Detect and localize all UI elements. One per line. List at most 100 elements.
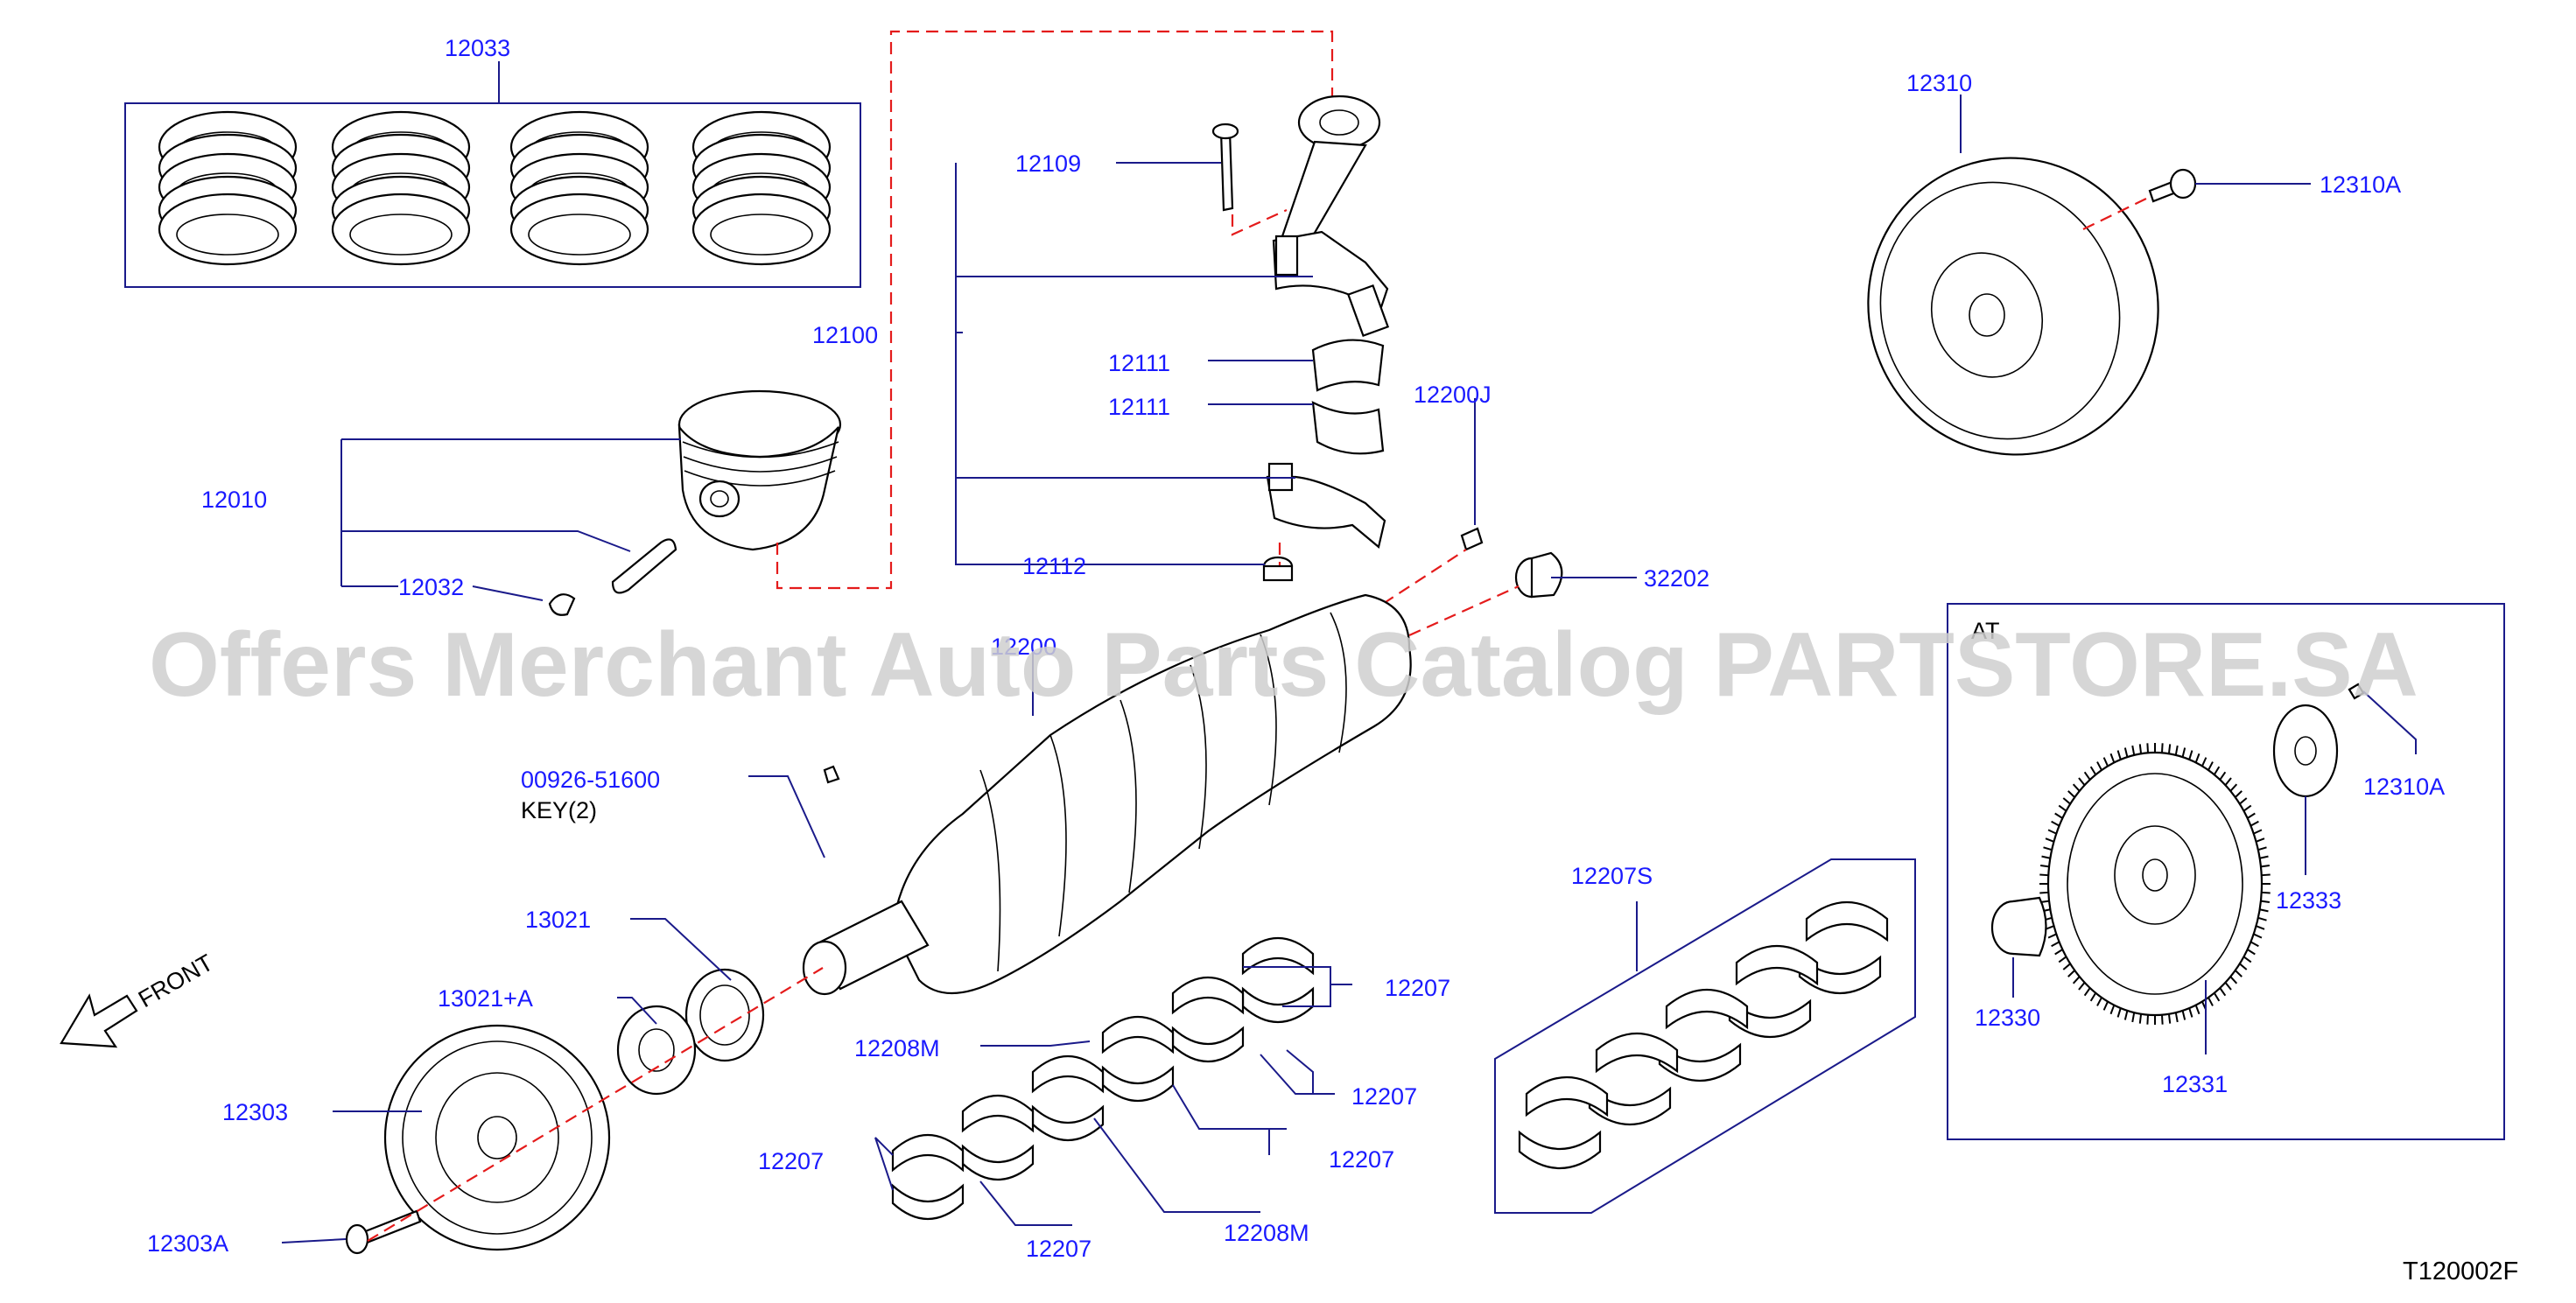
piston-pin-hole (710, 490, 729, 508)
bearing-set-stack (1518, 901, 1889, 1169)
gear-tooth (2250, 820, 2259, 827)
main-bearing-shell (891, 1133, 965, 1221)
bearing-lower-shell (1518, 1130, 1602, 1169)
bearing-upper-shell (1241, 936, 1315, 976)
at-label: AT (1971, 618, 2000, 644)
crank-sprocket-bore (699, 984, 750, 1046)
bearing-leader-4 (874, 1040, 1260, 1226)
gear-tooth (2257, 846, 2267, 851)
front-indicator: FRONT (60, 949, 218, 1048)
piston-ring-groove (682, 441, 839, 459)
gear-tooth (2181, 747, 2186, 758)
label-thrust-bearing-1: 12208M (854, 1035, 940, 1061)
flywheel-mt (1867, 95, 2311, 456)
gear-tooth (2235, 970, 2243, 977)
conrod-bearing-lower (1311, 401, 1385, 455)
main-bearing-shell (961, 1094, 1035, 1181)
bearing-upper-shell (1525, 1076, 1609, 1117)
label-main-bearing-set: 12207S (1571, 863, 1653, 889)
gear-tooth (2045, 837, 2054, 843)
gear-tooth (2058, 956, 2067, 963)
crankshaft-body (891, 593, 1412, 994)
gear-tooth (2260, 864, 2271, 868)
gear-tooth (2039, 864, 2050, 868)
gear-tooth (2067, 970, 2075, 977)
diagram-code: T120002F (2403, 1257, 2518, 1285)
gear-tooth (2054, 949, 2063, 956)
crank-pulley-groove (402, 1040, 593, 1235)
gear-tooth (2201, 757, 2207, 767)
sprocket-collar (616, 1005, 697, 1096)
gear-tooth (2213, 766, 2221, 775)
label-reinforcement-plate: 12333 (2276, 887, 2341, 914)
gear-tooth (2253, 933, 2263, 939)
dowel-pin (1460, 527, 1484, 551)
flywheel-face (1879, 181, 2121, 440)
label-main-bearing-4: 12207 (758, 1148, 824, 1174)
flywheel-centerline (2082, 196, 2151, 230)
gear-tooth (2123, 1010, 2129, 1020)
ring-pack (331, 110, 471, 266)
drive-plate-ring-gear (2039, 743, 2271, 1025)
gear-tooth (2160, 1014, 2164, 1025)
gear-tooth (2058, 804, 2067, 812)
bearing-lower-shell (891, 1183, 965, 1221)
gear-tooth (2047, 933, 2057, 939)
bearing-upper-shell (1735, 945, 1819, 986)
gear-tooth (2257, 916, 2267, 921)
sprocket-collar-bore (638, 1028, 675, 1072)
bearing-upper-shell (1805, 901, 1889, 942)
conrod-nut-body (1262, 564, 1294, 582)
reinforcement-plate-center (2294, 736, 2317, 766)
bearing-upper-shell (1595, 1033, 1679, 1074)
label-piston-assy: 12010 (201, 487, 267, 513)
flywheel-center (1969, 293, 2005, 337)
label-conrod-nut: 12112 (1022, 553, 1086, 579)
gear-tooth (2067, 790, 2075, 798)
gear-tooth (2239, 963, 2248, 970)
label-main-bearing-5: 12207 (1026, 1236, 1091, 1262)
gear-tooth (2188, 750, 2193, 760)
ring-pack (691, 110, 832, 266)
bearing-lower-shell (961, 1144, 1035, 1181)
conrod-small-end-bore (1319, 109, 1359, 136)
conrod-leader-bracket (955, 163, 963, 333)
bearing-upper-shell (1101, 1015, 1175, 1054)
crank-sprocket (684, 968, 765, 1062)
piston-ring (331, 193, 471, 266)
conrod-bolt (1219, 130, 1234, 212)
gear-tooth (2256, 925, 2265, 930)
gear-tooth (2259, 908, 2269, 913)
flywheel-bolt-head (2169, 168, 2197, 200)
main-bearing-set (1494, 858, 1916, 1214)
gear-tooth (2207, 997, 2214, 1006)
pilot-converter-body (2012, 896, 2047, 957)
crank-pulley (383, 1024, 611, 1251)
label-main-bearing-1: 12207 (1385, 975, 1450, 1001)
label-key-part: 00926-51600 (521, 767, 660, 793)
gear-tooth (2089, 992, 2097, 1002)
conrod-cap (1266, 475, 1386, 549)
gear-tooth (2261, 873, 2271, 877)
bearing-leader-2 (1260, 1049, 1335, 1095)
gear-tooth (2239, 797, 2248, 805)
piston-ring (509, 193, 649, 266)
gear-tooth (2062, 797, 2071, 805)
label-drive-plate: 12331 (2162, 1071, 2228, 1097)
pulley-bolt-head (345, 1223, 369, 1255)
label-flywheel-mt: 12310 (1906, 70, 1972, 96)
piston-ring-box (124, 102, 861, 288)
label-dowel-pin: 12200J (1414, 382, 1492, 408)
front-centerline (367, 967, 824, 1242)
bearing-upper-shell (1665, 989, 1749, 1030)
piston-pin (611, 538, 677, 594)
bearing-lower-shell (1031, 1104, 1105, 1142)
gear-tooth (2083, 771, 2091, 781)
gear-tooth (2194, 1005, 2200, 1015)
at-bolt (2348, 683, 2365, 700)
gear-tooth (2123, 747, 2129, 758)
piston-ring-groove (684, 470, 836, 487)
label-pulley-bolt: 12303A (147, 1230, 228, 1257)
label-crankshaft: 12200 (991, 634, 1056, 660)
label-main-bearing-2: 12207 (1351, 1083, 1417, 1110)
